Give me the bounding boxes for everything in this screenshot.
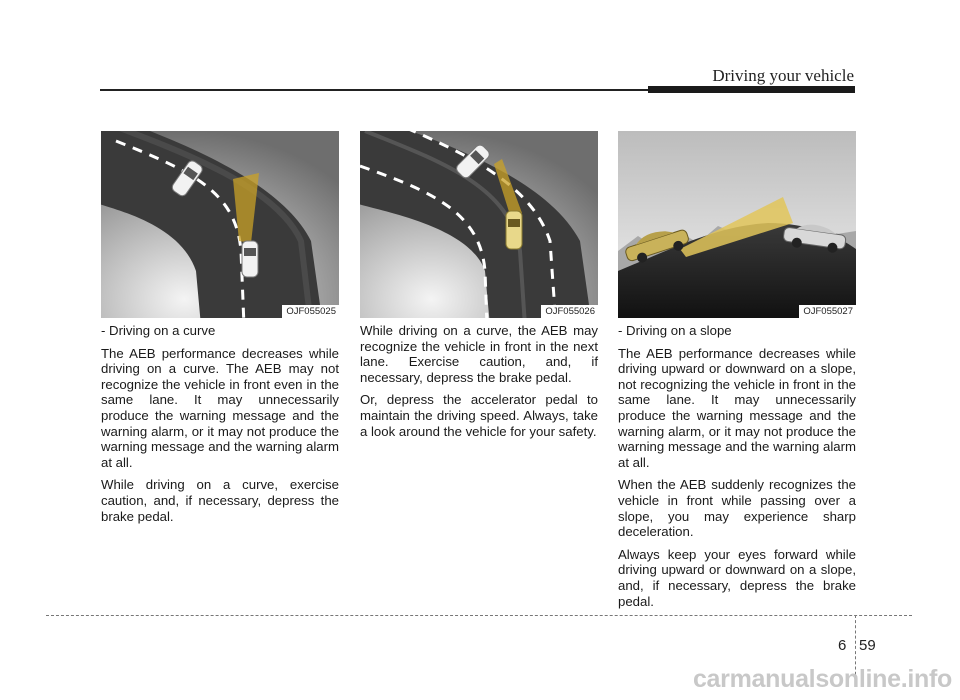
paragraph: - Driving on a curve — [101, 323, 216, 338]
curve-illustration-2 — [360, 131, 598, 318]
chapter-number: 6 — [838, 637, 847, 654]
header-bar — [648, 86, 855, 93]
figure-curve-next-lane: OJF055026 — [360, 131, 598, 318]
text-column-2: While driving on a curve, the AEB may re… — [360, 323, 598, 446]
figure-curve-same-lane: OJF055025 — [101, 131, 339, 318]
footer-rule — [46, 615, 912, 616]
paragraph: The AEB performance decreases while driv… — [101, 345, 339, 470]
header-rule — [100, 89, 648, 91]
page-number: 59 — [859, 637, 876, 654]
paragraph: While driving on a curve, exercise cauti… — [101, 477, 339, 524]
slope-illustration — [618, 131, 856, 318]
running-header: Driving your vehicle — [712, 66, 854, 85]
figure-code: OJF055025 — [282, 305, 339, 318]
text-column-3: - Driving on a slope The AEB performance… — [618, 323, 856, 616]
paragraph: Or, depress the accelerator pedal to mai… — [360, 392, 598, 439]
watermark: carmanualsonline.info — [692, 665, 952, 693]
figure-code: OJF055026 — [541, 305, 598, 318]
figure-code: OJF055027 — [799, 305, 856, 318]
paragraph: - Driving on a slope — [618, 323, 732, 338]
curve-illustration-1 — [101, 131, 339, 318]
paragraph: When the AEB suddenly recognizes the veh… — [618, 477, 856, 540]
paragraph: While driving on a curve, the AEB may re… — [360, 323, 598, 385]
figure-slope: OJF055027 — [618, 131, 856, 318]
text-column-1: - Driving on a curve The AEB performance… — [101, 323, 339, 531]
footer-divider — [855, 615, 856, 685]
paragraph: The AEB performance decreases while driv… — [618, 345, 856, 470]
paragraph: Always keep your eyes forward while driv… — [618, 546, 856, 609]
